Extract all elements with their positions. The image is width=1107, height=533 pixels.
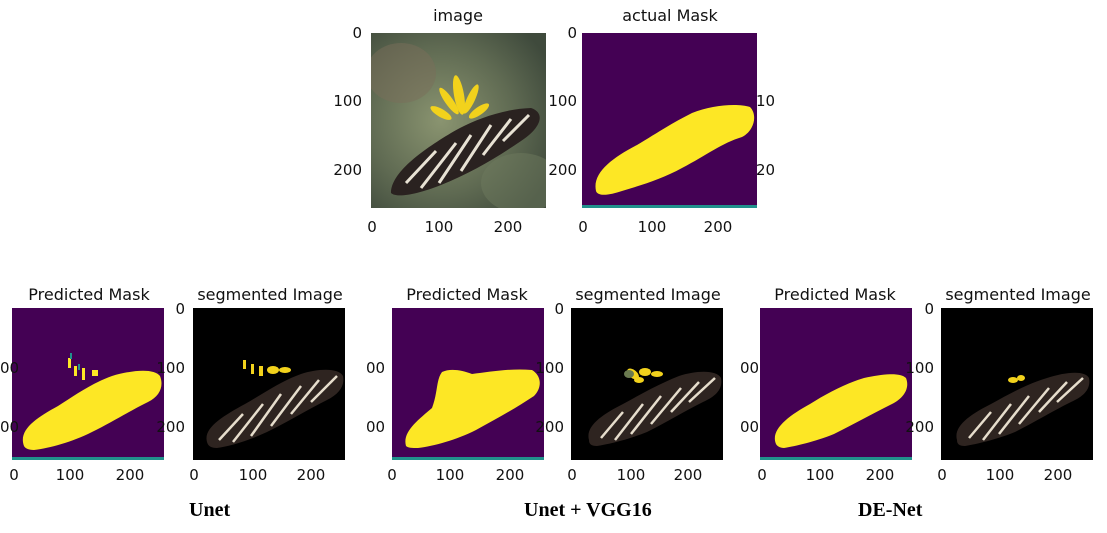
vgg16-predicted-mask-ytick: 00: [366, 418, 386, 436]
image-panel-ytick: 200: [333, 161, 362, 179]
unet-predicted-mask-ytick: 00: [0, 359, 20, 377]
unet-predicted-mask-title: Predicted Mask: [28, 285, 150, 304]
image-panel-xtick: 200: [493, 218, 523, 236]
actual-mask-cut-tick: 20: [756, 161, 776, 179]
image-panel-photo: [371, 33, 546, 208]
vgg16-segmented-image-ytick: 100: [535, 359, 564, 377]
denet-predicted-mask-xtick: 200: [865, 466, 895, 484]
denet-predicted-mask-title: Predicted Mask: [774, 285, 896, 304]
denet-caption: DE-Net: [858, 499, 923, 521]
actual-mask-image: [582, 33, 757, 208]
unet-segmented-image-ytick: 100: [156, 359, 185, 377]
unet-predicted-mask-xtick: 0: [9, 466, 19, 484]
vgg16-segmented-image: [571, 308, 723, 460]
image-panel-xtick: 0: [367, 218, 377, 236]
unet-predicted-mask-xtick: 100: [55, 466, 85, 484]
actual-mask-xtick: 0: [578, 218, 588, 236]
vgg16-predicted-mask-xtick: 0: [387, 466, 397, 484]
vgg16-predicted-mask-title: Predicted Mask: [406, 285, 528, 304]
image-panel-title: image: [433, 6, 483, 25]
vgg16-predicted-mask: [392, 308, 544, 460]
image-panel-xtick: 100: [424, 218, 454, 236]
vgg16-predicted-mask-xtick: 100: [435, 466, 465, 484]
actual-mask-ytick: 200: [548, 161, 577, 179]
unet-segmented-image-xtick: 200: [296, 466, 326, 484]
actual-mask-xtick: 200: [703, 218, 733, 236]
denet-predicted-mask: [760, 308, 912, 460]
vgg16-segmented-image-xtick: 200: [673, 466, 703, 484]
image-panel-ytick: 0: [352, 24, 362, 42]
actual-mask-ytick: 0: [567, 24, 577, 42]
denet-predicted-mask-ytick: 00: [740, 359, 760, 377]
unet-segmented-image-xtick: 100: [238, 466, 268, 484]
unet-predicted-mask-ytick: 00: [0, 418, 20, 436]
unet-segmented-image-title: segmented Image: [197, 285, 343, 304]
vgg16-segmented-image-ytick: 0: [554, 300, 564, 318]
denet-segmented-image-xtick: 0: [937, 466, 947, 484]
unet-predicted-mask-xtick: 200: [115, 466, 145, 484]
unet-caption: Unet: [189, 499, 231, 521]
actual-mask-cut-tick: 10: [756, 92, 776, 110]
vgg16-caption: Unet + VGG16: [524, 499, 652, 521]
denet-segmented-image-xtick: 200: [1043, 466, 1073, 484]
denet-predicted-mask-ytick: 00: [740, 418, 760, 436]
unet-predicted-mask: [12, 308, 164, 460]
actual-mask-ytick: 100: [548, 92, 577, 110]
vgg16-segmented-image-xtick: 0: [567, 466, 577, 484]
vgg16-segmented-image-title: segmented Image: [575, 285, 721, 304]
vgg16-predicted-mask-ytick: 00: [366, 359, 386, 377]
denet-segmented-image-ytick: 200: [905, 418, 934, 436]
denet-segmented-image-title: segmented Image: [945, 285, 1091, 304]
vgg16-segmented-image-ytick: 200: [535, 418, 564, 436]
unet-segmented-image: [193, 308, 345, 460]
denet-predicted-mask-xtick: 100: [805, 466, 835, 484]
unet-segmented-image-xtick: 0: [189, 466, 199, 484]
denet-predicted-mask-xtick: 0: [757, 466, 767, 484]
vgg16-segmented-image-xtick: 100: [616, 466, 646, 484]
unet-segmented-image-ytick: 0: [175, 300, 185, 318]
image-panel-ytick: 100: [333, 92, 362, 110]
unet-segmented-image-ytick: 200: [156, 418, 185, 436]
actual-mask-xtick: 100: [637, 218, 667, 236]
denet-segmented-image: [941, 308, 1093, 460]
denet-segmented-image-ytick: 100: [905, 359, 934, 377]
denet-segmented-image-xtick: 100: [985, 466, 1015, 484]
denet-segmented-image-ytick: 0: [924, 300, 934, 318]
vgg16-predicted-mask-xtick: 200: [495, 466, 525, 484]
actual-mask-title: actual Mask: [622, 6, 718, 25]
